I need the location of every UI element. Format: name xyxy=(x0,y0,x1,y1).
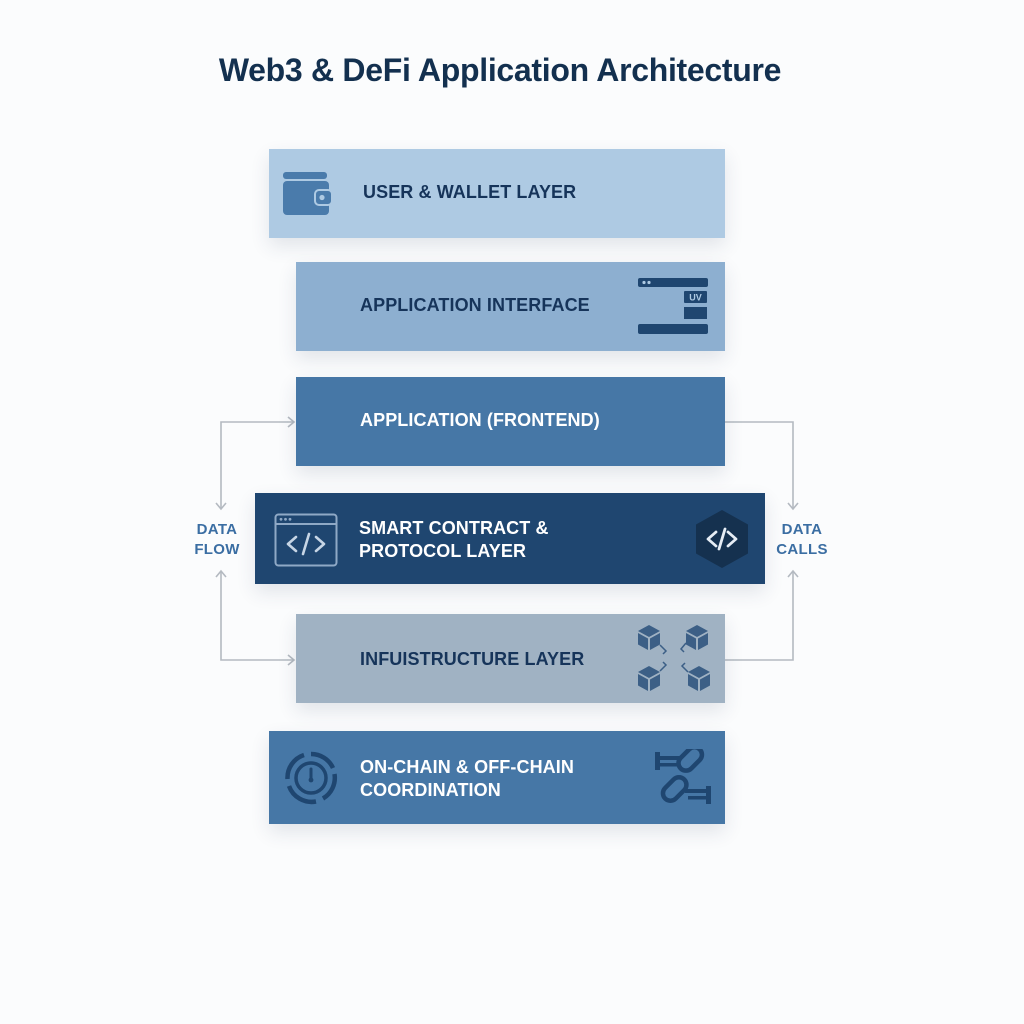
arrowhead-right-bottom-up xyxy=(787,569,799,578)
layer-label-line: COORDINATION xyxy=(360,780,501,800)
layer-smart-contract[interactable]: SMART CONTRACT & PROTOCOL LAYER xyxy=(255,493,765,584)
data-flow-line-2: FLOW xyxy=(194,541,240,558)
layer-label: USER & WALLET LAYER xyxy=(363,181,576,204)
layer-label-line: ON-CHAIN & OFF-CHAIN xyxy=(360,757,574,777)
data-calls-label: DATA CALLS xyxy=(770,520,834,560)
layer-label-line: INFUISTRUCTURE LAYER xyxy=(360,649,585,669)
arrowhead-left-bottom-up xyxy=(215,569,227,578)
layer-label: ON-CHAIN & OFF-CHAIN COORDINATION xyxy=(360,756,574,802)
connector-right-top xyxy=(725,421,794,508)
ui-window-icon-text: UV xyxy=(689,293,702,303)
layer-label: INFUISTRUCTURE LAYER xyxy=(360,648,584,671)
ui-window-icon: UV xyxy=(638,278,708,334)
data-flow-line-1: DATA xyxy=(196,521,238,538)
connected-nodes-icon xyxy=(638,625,710,691)
layer-user-wallet[interactable]: USER & WALLET LAYER xyxy=(269,149,725,238)
layer-label-line: APPLICATION INTERFACE xyxy=(360,295,590,315)
data-calls-line-2: CALLS xyxy=(776,541,828,558)
layer-label-line: SMART CONTRACT & xyxy=(359,518,549,538)
layer-app-frontend[interactable]: APPLICATION (FRONTEND) xyxy=(296,377,725,466)
arrowhead-right-top-down xyxy=(787,502,799,511)
wallet-icon xyxy=(283,172,333,215)
layer-label-line: PROTOCOL LAYER xyxy=(359,541,527,561)
layer-label: APPLICATION INTERFACE xyxy=(360,294,590,317)
data-calls-line-1: DATA xyxy=(781,521,823,538)
gauge-icon xyxy=(285,751,338,805)
code-hexagon-icon xyxy=(696,510,748,568)
connector-left-top xyxy=(220,421,294,508)
arrowhead-left-bottom-right xyxy=(287,654,296,666)
layer-label-line: USER & WALLET LAYER xyxy=(363,182,577,202)
layer-app-interface[interactable]: APPLICATION INTERFACE UV xyxy=(296,262,725,351)
layer-infrastructure[interactable]: INFUISTRUCTURE LAYER xyxy=(296,614,725,703)
layer-label: APPLICATION (FRONTEND) xyxy=(360,409,600,432)
connector-left-bottom xyxy=(220,572,294,661)
chain-link-icon xyxy=(655,749,711,804)
code-window-icon xyxy=(274,513,338,567)
connector-right-bottom xyxy=(725,572,794,661)
data-flow-label: DATA FLOW xyxy=(186,520,248,560)
layer-coordination[interactable]: ON-CHAIN & OFF-CHAIN COORDINATION xyxy=(269,731,725,824)
arrowhead-left-top-down xyxy=(215,502,227,511)
page-title: Web3 & DeFi Application Architecture xyxy=(218,52,782,88)
layer-label: SMART CONTRACT & PROTOCOL LAYER xyxy=(359,517,549,563)
layer-label-line: APPLICATION (FRONTEND) xyxy=(360,410,600,430)
arrowhead-left-top-right xyxy=(287,416,296,428)
